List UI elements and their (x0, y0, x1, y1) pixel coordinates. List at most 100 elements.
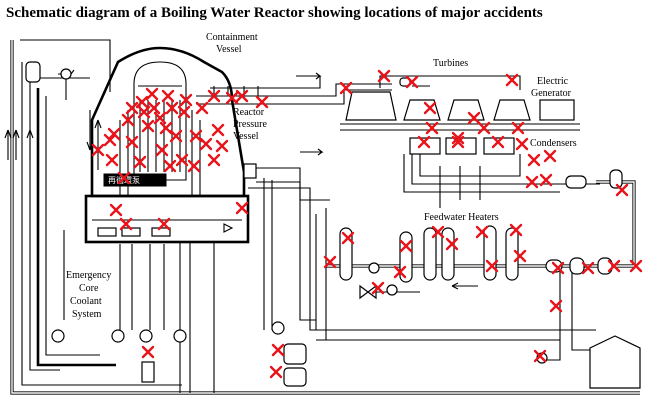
accident-x-icon (393, 265, 407, 279)
diagram-title: Schematic diagram of a Boiling Water Rea… (6, 5, 543, 21)
outer-piping (4, 39, 640, 395)
accident-x-icon (505, 73, 519, 87)
pump-icon (565, 175, 587, 189)
accident-x-icon (525, 175, 539, 189)
label-eccs-line2: Core (79, 283, 99, 294)
accident-x-icon (125, 135, 139, 149)
pump-icon (111, 329, 125, 343)
turbine-icon (493, 99, 531, 121)
accident-x-icon (491, 135, 505, 149)
accident-x-icon (527, 153, 541, 167)
accident-x-icon (581, 261, 595, 275)
pump-icon (51, 329, 65, 343)
accident-x-icon (511, 121, 525, 135)
accident-x-icon (533, 349, 547, 363)
accident-x-icon (117, 171, 131, 185)
accident-x-icon (513, 249, 527, 263)
label-condensers: Condensers (530, 138, 577, 149)
accident-x-icon (169, 129, 183, 143)
feedwater-heater-icon (483, 225, 497, 281)
feedwater-heater-icon (423, 227, 437, 281)
accident-x-icon (539, 173, 553, 187)
accident-x-icon (157, 217, 171, 231)
accident-x-icon (377, 69, 391, 83)
accident-x-icon (195, 101, 209, 115)
label-reactor-line1: Reactor (233, 107, 265, 118)
storage-tank-icon (141, 361, 155, 383)
accident-x-icon (269, 365, 283, 379)
pump-icon (139, 329, 153, 343)
accident-x-icon (629, 259, 643, 273)
feedwater-heater-icon (569, 257, 585, 275)
condenser-icon (483, 137, 515, 155)
accident-x-icon (215, 139, 229, 153)
accident-x-icon (125, 101, 139, 115)
accident-x-icon (207, 89, 221, 103)
label-containment-line1: Containment (206, 32, 258, 43)
accident-x-icon (107, 127, 121, 141)
pump-icon (173, 329, 187, 343)
label-containment-line2: Vessel (216, 44, 242, 55)
accident-x-icon (165, 101, 179, 115)
accident-x-icon (163, 159, 177, 173)
pump-icon (368, 262, 380, 274)
accident-x-icon (371, 281, 385, 295)
accident-x-icon (207, 153, 221, 167)
generator-icon (539, 99, 575, 121)
label-eccs-line1: Emergency (66, 270, 111, 281)
right-piping (536, 169, 641, 389)
accident-x-icon (551, 261, 565, 275)
steam-lines (196, 72, 521, 201)
accident-x-icon (431, 225, 445, 239)
accident-x-icon (211, 123, 225, 137)
accident-x-icon (615, 183, 629, 197)
accident-markers (91, 69, 643, 379)
accident-x-icon (543, 149, 557, 163)
vessel-nameplate: 再循環泵 (108, 175, 140, 185)
accident-x-icon (179, 93, 193, 107)
lower-piping (51, 178, 596, 393)
accident-x-icon (175, 153, 189, 167)
storage-tank-icon (283, 343, 307, 365)
accident-x-icon (399, 239, 413, 253)
accident-x-icon (451, 131, 465, 145)
label-feedwater-heaters: Feedwater Heaters (424, 212, 499, 223)
feedwater-heaters (315, 208, 613, 340)
label-reactor-line2: Pressure (233, 119, 267, 130)
accident-x-icon (159, 121, 173, 135)
accident-x-icon (477, 121, 491, 135)
accident-x-icon (323, 255, 337, 269)
accident-x-icon (445, 237, 459, 251)
pump-icon (609, 169, 623, 189)
accident-x-icon (105, 153, 119, 167)
label-reactor-line3: Vessel (233, 131, 259, 142)
accident-x-icon (141, 119, 155, 133)
accident-x-icon (189, 129, 203, 143)
accident-x-icon (607, 259, 621, 273)
label-generator-line2: Generator (531, 88, 572, 99)
accident-x-icon (467, 111, 481, 125)
accident-x-icon (515, 137, 529, 151)
accident-x-icon (255, 95, 269, 109)
accident-x-icon (199, 137, 213, 151)
accident-x-icon (153, 111, 167, 125)
accident-x-icon (133, 155, 147, 169)
turbine-group (340, 77, 580, 131)
storage-tank-icon (589, 335, 641, 389)
valve-icon (359, 284, 377, 300)
accident-x-icon (225, 91, 239, 105)
accident-x-icon (339, 81, 353, 95)
accident-x-icon (405, 75, 419, 89)
storage-tank-icon (283, 367, 307, 387)
feedwater-heater-icon (339, 227, 353, 281)
accident-x-icon (135, 95, 149, 109)
label-generator-line1: Electric (537, 76, 569, 87)
accident-x-icon (485, 259, 499, 273)
accident-x-icon (235, 201, 249, 215)
label-turbines: Turbines (433, 58, 468, 69)
accident-x-icon (141, 345, 155, 359)
accident-x-icon (119, 217, 133, 231)
accident-x-icon (235, 89, 249, 103)
accident-x-icon (475, 225, 489, 239)
